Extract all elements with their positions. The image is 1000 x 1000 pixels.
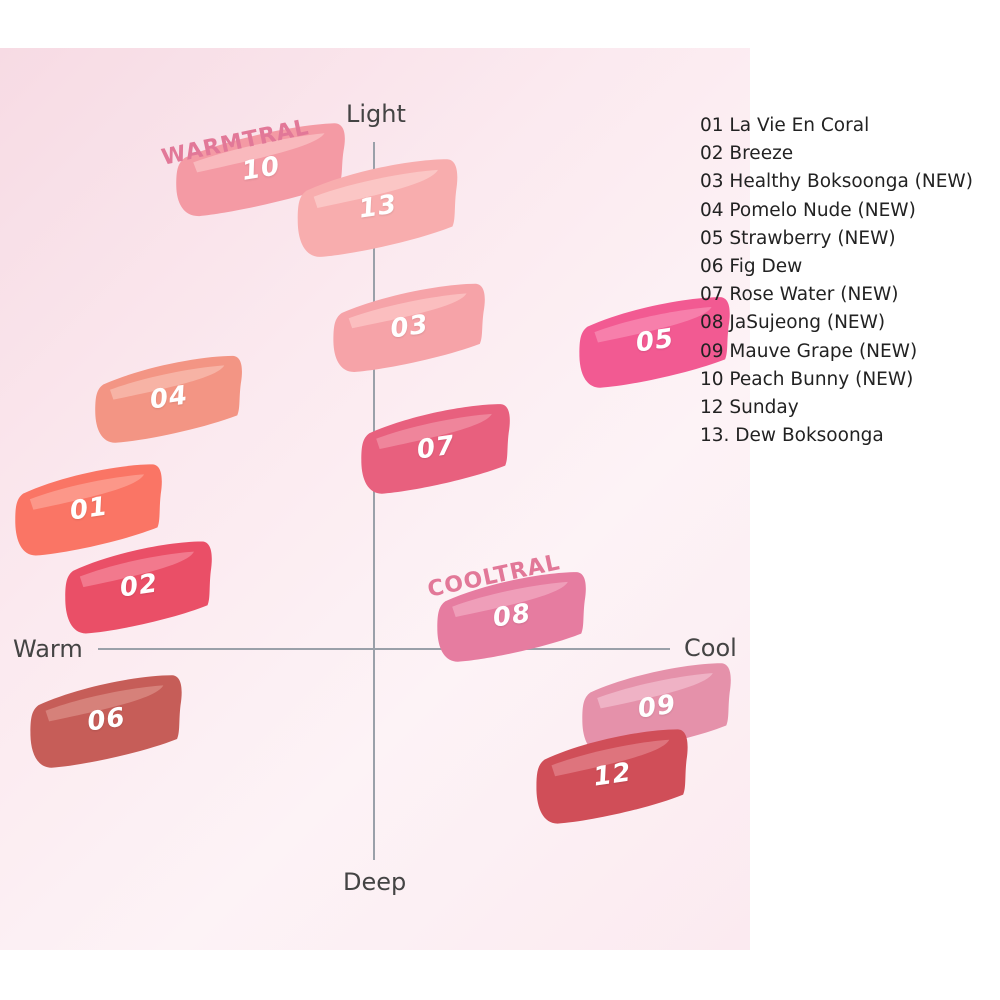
swatch-03: 03 <box>323 274 496 379</box>
axis-label-warm: Warm <box>13 635 83 663</box>
horizontal-axis <box>98 648 670 650</box>
swatch-12: 12 <box>526 719 700 831</box>
vertical-axis <box>373 142 375 860</box>
legend-item: 07 Rose Water (NEW) <box>700 284 899 306</box>
swatch-06: 06 <box>20 665 194 775</box>
axis-label-deep: Deep <box>343 868 407 896</box>
legend-item: 09 Mauve Grape (NEW) <box>700 340 918 362</box>
swatch-08: 08 <box>427 562 597 668</box>
legend-item: 08 JaSujeong (NEW) <box>700 312 886 334</box>
shade-legend: 01 La Vie En Coral 02 Breeze 03 Healthy … <box>700 112 973 450</box>
legend-item: 03 Healthy Boksoonga (NEW) <box>700 171 973 193</box>
swatch-02: 02 <box>55 531 224 640</box>
swatch-04: 04 <box>85 346 253 449</box>
legend-item: 12 Sunday <box>700 396 799 418</box>
legend-item: 13. Dew Boksoonga <box>700 425 884 447</box>
legend-item: 04 Pomelo Nude (NEW) <box>700 199 916 221</box>
swatch-05: 05 <box>569 287 741 395</box>
swatch-07: 07 <box>351 394 521 500</box>
swatch-13: 13 <box>286 148 469 264</box>
axis-label-cool: Cool <box>684 634 737 662</box>
legend-item: 10 Peach Bunny (NEW) <box>700 368 914 390</box>
legend-item: 02 Breeze <box>700 143 794 165</box>
swatch-01: 01 <box>5 454 174 562</box>
swatch-09: 09 <box>572 653 742 760</box>
legend-item: 01 La Vie En Coral <box>700 115 870 136</box>
legend-item: 06 Fig Dew <box>700 255 803 277</box>
swatch-10: 10 <box>165 113 358 223</box>
axis-label-light: Light <box>346 100 406 128</box>
legend-item: 05 Strawberry (NEW) <box>700 227 896 249</box>
